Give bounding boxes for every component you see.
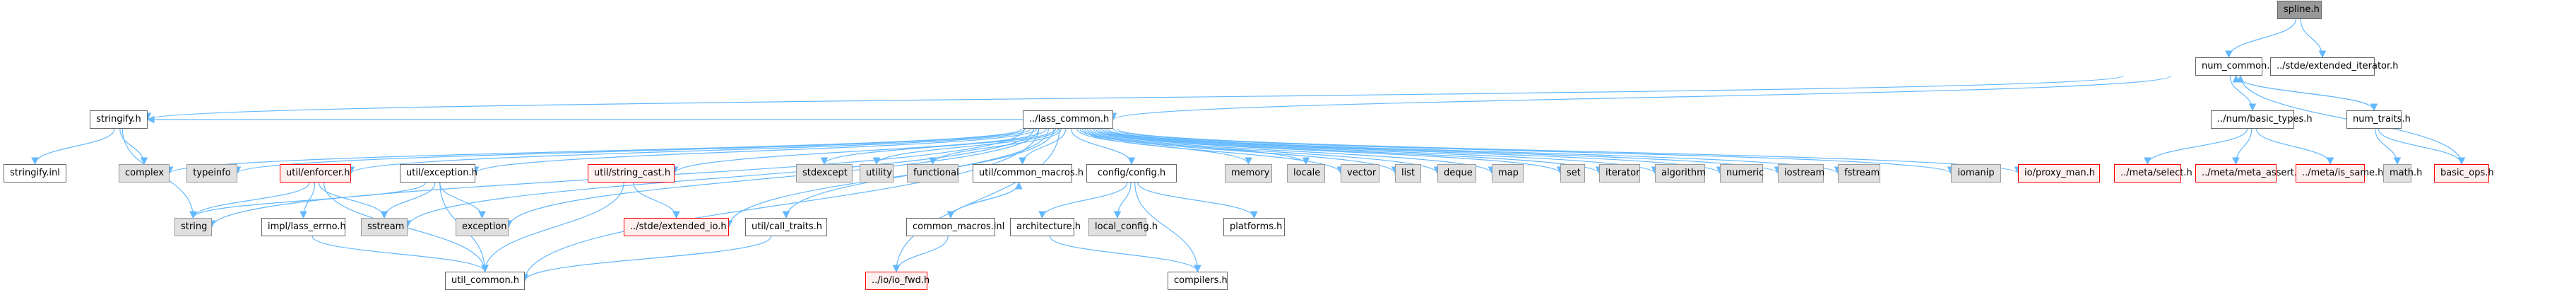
node-num-common[interactable]: num_common.h (2195, 57, 2276, 76)
node-config[interactable]: config/config.h (1086, 164, 1177, 183)
node-num-traits[interactable]: num_traits.h (2346, 110, 2411, 129)
edge-config-to-compilers (1134, 182, 1201, 273)
node-compilers[interactable]: compilers.h (1168, 272, 1228, 290)
edge-architecture-to-compilers (1049, 236, 1201, 273)
node-list[interactable]: list (1395, 164, 1421, 183)
edge-enforcer-to-string (189, 182, 310, 219)
node-stringify[interactable]: stringify.h (90, 110, 148, 129)
node-complex[interactable]: complex (119, 164, 170, 183)
edge-num-common-to-basic-types (2229, 75, 2257, 112)
edge-lass-errno-to-util-common (311, 236, 489, 273)
edge-lass-common-to-exception (504, 128, 1040, 229)
node-locale[interactable]: locale (1287, 164, 1325, 183)
edge-call-traits-to-util-common (521, 236, 772, 282)
node-typeinfo[interactable]: typeinfo (186, 164, 237, 183)
edge-basic-types-to-meta-is-same (2255, 128, 2334, 166)
edge-config-to-platforms (1137, 182, 1258, 219)
node-ext-iter[interactable]: ../stde/extended_iterator.h (2270, 57, 2399, 76)
edge-lass-common-to-enforcer (347, 128, 1031, 175)
node-iterator[interactable]: iterator (1599, 164, 1640, 183)
node-memory[interactable]: memory (1225, 164, 1272, 183)
edge-string-cast-to-extended-io (633, 182, 680, 219)
node-iomanip[interactable]: iomanip (1951, 164, 2001, 183)
edge-num-common-to-lass-common (1110, 75, 2171, 121)
node-set[interactable]: set (1560, 164, 1585, 183)
node-local-config[interactable]: local_config.h (1088, 218, 1158, 236)
node-utility[interactable]: utility (860, 164, 894, 183)
node-meta-is-same[interactable]: ../meta/is_same.h (2296, 164, 2383, 183)
node-deque[interactable]: deque (1437, 164, 1476, 183)
edge-basic-types-to-meta-select (2144, 128, 2248, 166)
node-basic-types[interactable]: ../num/basic_types.h (2211, 110, 2313, 129)
node-architecture[interactable]: architecture.h (1010, 218, 1081, 236)
node-util-common[interactable]: util_common.h (445, 272, 525, 290)
edge-exception-h-to-sstream (380, 182, 436, 219)
edge-lass-common-to-set (1093, 128, 1565, 175)
node-call-traits[interactable]: util/call_traits.h (745, 218, 827, 236)
node-proxy-man[interactable]: io/proxy_man.h (2018, 164, 2100, 183)
node-exception-h[interactable]: util/exception.h (400, 164, 477, 183)
node-string[interactable]: string (174, 218, 212, 236)
edge-exception-h-to-string (189, 182, 426, 219)
edge-lass-common-to-iomanip (1112, 128, 1955, 175)
node-fstream[interactable]: fstream (1838, 164, 1880, 183)
node-meta-select[interactable]: ../meta/select.h (2114, 164, 2192, 183)
edge-common-macros-inl-to-common-macros (950, 181, 1023, 219)
node-spline[interactable]: spline.h (2277, 1, 2322, 19)
edge-lass-common-to-io-fwd (892, 128, 1060, 273)
node-stringify-inl[interactable]: stringify.inl (4, 164, 66, 183)
edge-lass-common-to-common-macros (1019, 128, 1067, 166)
node-map[interactable]: map (1492, 164, 1524, 183)
edge-lass-common-to-functional (929, 128, 1062, 166)
node-exception[interactable]: exception (456, 218, 509, 236)
node-algorithm[interactable]: algorithm (1655, 164, 1706, 183)
edge-lass-common-to-vector (1082, 128, 1345, 175)
node-numeric[interactable]: numeric (1720, 164, 1764, 183)
node-vector[interactable]: vector (1341, 164, 1379, 183)
edge-stringify-to-stringify-inl (31, 128, 115, 166)
edge-config-to-architecture (1038, 182, 1128, 219)
node-io-fwd[interactable]: ../io/io_fwd.h (865, 272, 930, 290)
edge-num-traits-to-basic-ops (2378, 128, 2466, 166)
edge-exception-h-to-exception (439, 182, 486, 219)
node-stdexcept[interactable]: stdexcept (796, 164, 853, 183)
edge-string-cast-to-util-common (481, 182, 624, 273)
edge-config-to-local-config (1113, 182, 1132, 219)
edge-lass-common-to-sstream (403, 128, 1035, 229)
node-extended-io[interactable]: ../stde/extended_io.h (624, 218, 729, 236)
edge-lass-common-to-stdexcept (820, 128, 1057, 166)
node-common-macros-inl[interactable]: common_macros.inl (906, 218, 1004, 236)
edge-common-macros-inl-to-io-fwd (892, 236, 949, 273)
edge-lass-common-to-config (1070, 128, 1136, 166)
node-iostream[interactable]: iostream (1778, 164, 1824, 183)
node-lass-common[interactable]: ../lass_common.h (1023, 110, 1113, 129)
node-enforcer[interactable]: util/enforcer.h (280, 164, 351, 183)
node-math[interactable]: math.h (2383, 164, 2422, 183)
edge-spline-to-ext-iter (2300, 18, 2327, 59)
node-meta-assert[interactable]: ../meta/meta_assert.h (2195, 164, 2303, 183)
edge-enforcer-to-sstream (318, 182, 388, 219)
node-functional[interactable]: functional (907, 164, 959, 183)
edge-num-traits-to-num-common (2232, 74, 2375, 111)
edge-lass-common-to-string-cast (670, 128, 1047, 175)
node-basic-ops[interactable]: basic_ops.h (2434, 164, 2494, 183)
node-lass-errno[interactable]: impl/lass_errno.h (261, 218, 346, 236)
edge-spline-to-num-common (2225, 18, 2297, 59)
node-sstream[interactable]: sstream (361, 218, 408, 236)
edge-num-common-to-stringify (144, 75, 2124, 121)
edge-lass-common-to-exception-h (471, 128, 1037, 175)
node-common-macros[interactable]: util/common_macros.h (973, 164, 1084, 183)
node-platforms[interactable]: platforms.h (1223, 218, 1285, 236)
node-string-cast[interactable]: util/string_cast.h (588, 164, 675, 183)
edge-stringify-to-complex (119, 128, 148, 166)
edge-num-traits-to-math (2375, 128, 2402, 166)
edge-lass-common-to-util-common (521, 128, 1040, 282)
edge-lass-common-to-utility (872, 128, 1060, 166)
edge-basic-types-to-meta-assert (2232, 128, 2252, 166)
